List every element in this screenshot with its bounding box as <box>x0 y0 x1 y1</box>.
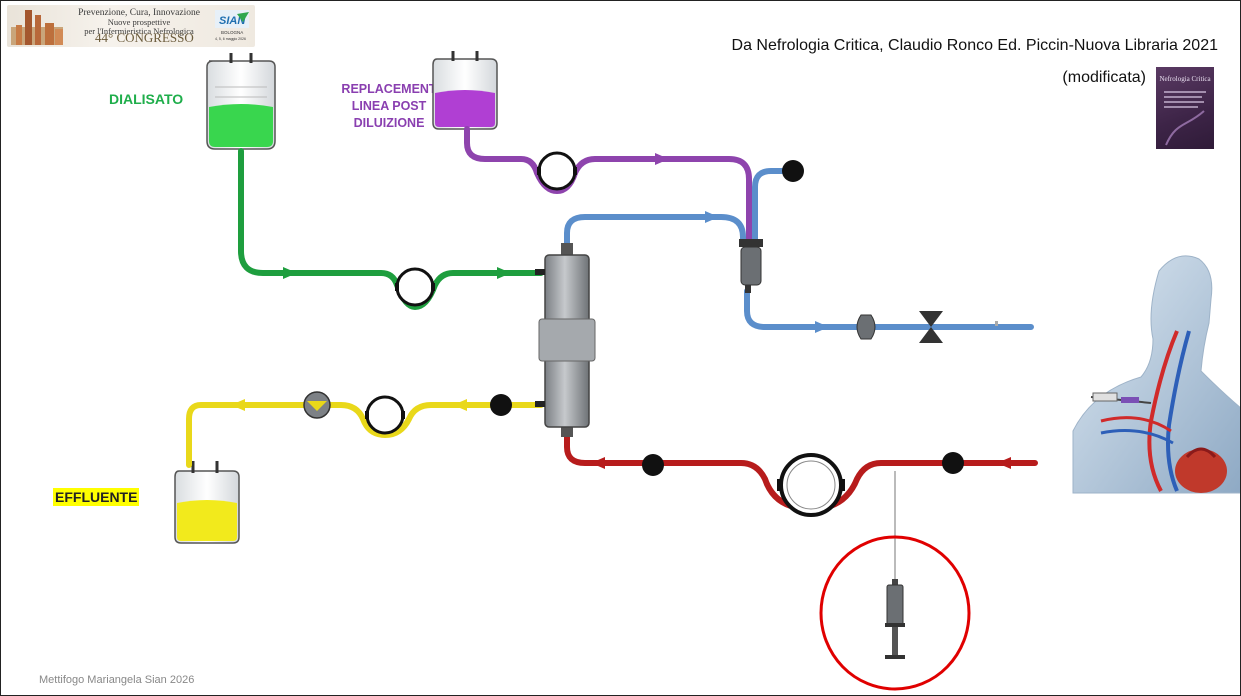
syringe-anticoagulation <box>885 471 905 659</box>
venous-arrow-2 <box>815 321 829 333</box>
dialysate-line <box>241 151 541 307</box>
dialysate-arrow-1 <box>283 267 297 279</box>
pressure-sensor-arterial <box>942 452 964 474</box>
blood-pump <box>777 455 845 515</box>
effluent-arrow-1 <box>231 399 245 411</box>
arterial-arrow-1 <box>997 457 1011 469</box>
replacement-bag <box>433 51 497 129</box>
venous-arrow-1 <box>705 211 719 223</box>
dialysate-pump <box>395 269 435 305</box>
replacement-pump <box>537 153 577 189</box>
venous-drip-chamber <box>739 239 763 293</box>
effluent-bag <box>175 461 239 543</box>
replacement-arrow <box>655 153 669 165</box>
blood-leak-detector <box>304 392 330 418</box>
arterial-arrow-2 <box>591 457 605 469</box>
effluent-pump <box>365 397 405 433</box>
effluent-arrow-2 <box>453 399 467 411</box>
patient-illustration <box>1073 256 1240 493</box>
venous-line <box>567 171 1031 327</box>
dialysate-bag <box>207 53 275 149</box>
replacement-line <box>467 129 749 239</box>
dialysate-arrow-2 <box>497 267 511 279</box>
pressure-sensor-venous <box>782 160 804 182</box>
hemofilter <box>535 243 595 437</box>
air-detector <box>857 315 875 339</box>
pressure-sensor-prefilter <box>642 454 664 476</box>
footer-author: Mettifogo Mariangela Sian 2026 <box>39 674 194 686</box>
pressure-sensor-effluent <box>490 394 512 416</box>
